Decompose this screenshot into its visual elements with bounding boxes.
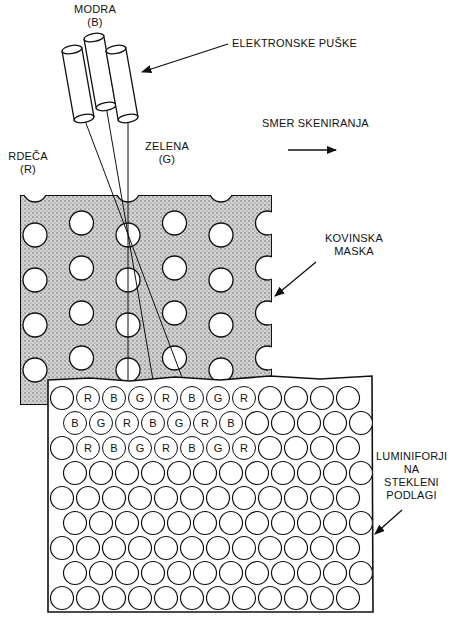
phosphor-color-letter: R	[240, 443, 248, 454]
phosphor-dot: B	[102, 386, 126, 410]
part-label: KOVINSKA MASKA	[318, 232, 390, 258]
phosphor-dot: R	[232, 436, 256, 460]
phosphor-dot: R	[232, 386, 256, 410]
phosphor-color-letter: B	[188, 393, 195, 404]
phosphor-color-letter: R	[201, 418, 209, 429]
phosphor-dot: R	[76, 436, 100, 460]
phosphor-color-letter: B	[149, 418, 156, 429]
phosphor-dot: B	[102, 436, 126, 460]
part-label: LUMINIFORJI NA STEKLENI PODLAGI	[376, 450, 447, 502]
phosphor-dot: B	[219, 411, 243, 435]
phosphor-color-letter: R	[84, 443, 92, 454]
phosphor-dot: R	[115, 411, 139, 435]
phosphor-dot: B	[63, 411, 87, 435]
phosphor-dot: G	[128, 436, 152, 460]
phosphor-dot: G	[206, 436, 230, 460]
part-label: ZELENA (G)	[140, 140, 194, 166]
phosphor-color-letter: B	[110, 443, 117, 454]
phosphor-dot: B	[180, 436, 204, 460]
phosphor-dot: G	[206, 386, 230, 410]
phosphor-dot: G	[167, 411, 191, 435]
phosphor-plate	[48, 376, 373, 612]
phosphor-color-letter: G	[214, 393, 223, 404]
phosphor-color-letter: B	[71, 418, 78, 429]
phosphor-color-letter: G	[214, 443, 223, 454]
phosphor-dot: R	[76, 386, 100, 410]
phosphor-color-letter: G	[136, 443, 145, 454]
phosphor-dot: B	[141, 411, 165, 435]
phosphor-dot: B	[180, 386, 204, 410]
part-label: MODRA (B)	[69, 3, 121, 29]
phosphor-color-letter: G	[136, 393, 145, 404]
phosphor-dot: G	[89, 411, 113, 435]
phosphor-color-letter: R	[123, 418, 131, 429]
phosphor-color-letter: R	[162, 443, 170, 454]
phosphor-dot: R	[154, 436, 178, 460]
phosphor-color-letter: R	[162, 393, 170, 404]
phosphor-color-letter: R	[84, 393, 92, 404]
part-label: SMER SKENIRANJA	[262, 117, 369, 130]
phosphor-dot: R	[154, 386, 178, 410]
part-label: ELEKTRONSKE PUŠKE	[232, 37, 357, 50]
electron-gun	[61, 32, 138, 124]
phosphor-dot: G	[128, 386, 152, 410]
phosphor-color-letter: R	[240, 393, 248, 404]
metal-mask	[20, 166, 280, 405]
phosphor-color-letter: B	[110, 393, 117, 404]
phosphor-color-letter: G	[175, 418, 184, 429]
leader-arrow	[142, 44, 402, 534]
phosphor-color-letter: B	[227, 418, 234, 429]
part-label: RDEČA (R)	[4, 150, 52, 176]
phosphor-color-letter: G	[97, 418, 106, 429]
phosphor-dot: R	[193, 411, 217, 435]
phosphor-color-letter: B	[188, 443, 195, 454]
